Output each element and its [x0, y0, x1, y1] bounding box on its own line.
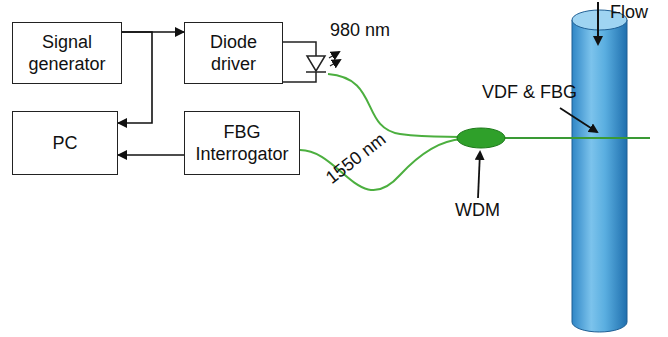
box-label: FBG Interrogator: [185, 117, 299, 169]
process-box: Signal generator: [12, 22, 122, 84]
annotation-label: 1550 nm: [322, 129, 390, 188]
process-box: PC: [12, 111, 118, 175]
flow-tube: [572, 20, 627, 332]
annotation-label: 980 nm: [330, 20, 390, 40]
box-label: Diode driver: [185, 27, 282, 79]
wdm-coupler: [457, 128, 505, 148]
signal-arrow: [118, 154, 184, 156]
vdf-leader: [560, 108, 597, 132]
annotation-label: VDF & FBG: [482, 82, 577, 102]
box-label: PC: [44, 128, 85, 158]
signal-arrow: [118, 32, 152, 123]
process-box: FBG Interrogator: [184, 111, 300, 175]
light-ray: [330, 60, 340, 66]
wdm-leader: [478, 152, 480, 198]
flow-arrow: [597, 2, 599, 44]
annotation-label: WDM: [455, 200, 500, 220]
diode-wire: [279, 72, 316, 82]
diode-wire: [279, 42, 316, 56]
process-box: Diode driver: [184, 22, 283, 84]
diode-symbol: [307, 56, 325, 71]
box-label: Signal generator: [13, 27, 121, 79]
fiber-out: [500, 137, 650, 139]
fiber-980: [328, 74, 462, 137]
diode-bar: [306, 71, 326, 73]
light-ray: [329, 52, 339, 58]
annotation-label: Flow: [610, 2, 648, 22]
